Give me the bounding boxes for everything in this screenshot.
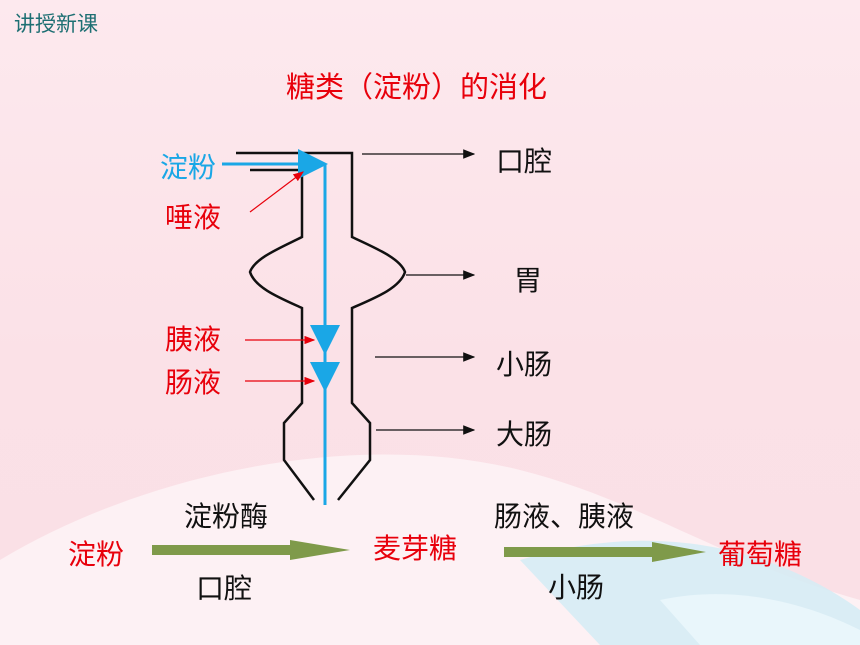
starch-path	[222, 149, 340, 505]
large-intestine-label: 大肠	[496, 418, 553, 451]
equation-step1-enzyme: 淀粉酶	[184, 500, 269, 533]
starch-input-label: 淀粉	[160, 151, 217, 184]
equation-maltose: 麦芽糖	[373, 532, 458, 565]
process-arrows	[152, 540, 706, 562]
mouth-label: 口腔	[496, 145, 553, 178]
equation-step1-location: 口腔	[196, 572, 253, 605]
pancreatic-juice-label: 胰液	[165, 323, 222, 356]
tract-outline	[236, 151, 407, 501]
saliva-label: 唾液	[165, 201, 222, 234]
equation-step2-location: 小肠	[548, 571, 605, 604]
equation-starch: 淀粉	[68, 538, 125, 571]
equation-glucose: 葡萄糖	[718, 538, 803, 571]
stomach-label: 胃	[514, 264, 543, 297]
section-label: 讲授新课	[14, 12, 98, 36]
page-title: 糖类（淀粉）的消化	[286, 70, 548, 104]
intestinal-juice-label: 肠液	[165, 366, 222, 399]
small-intestine-label: 小肠	[496, 348, 553, 381]
organ-arrows	[362, 149, 476, 435]
equation-step2-enzyme: 肠液、胰液	[494, 500, 635, 533]
enzyme-arrows	[245, 171, 316, 386]
